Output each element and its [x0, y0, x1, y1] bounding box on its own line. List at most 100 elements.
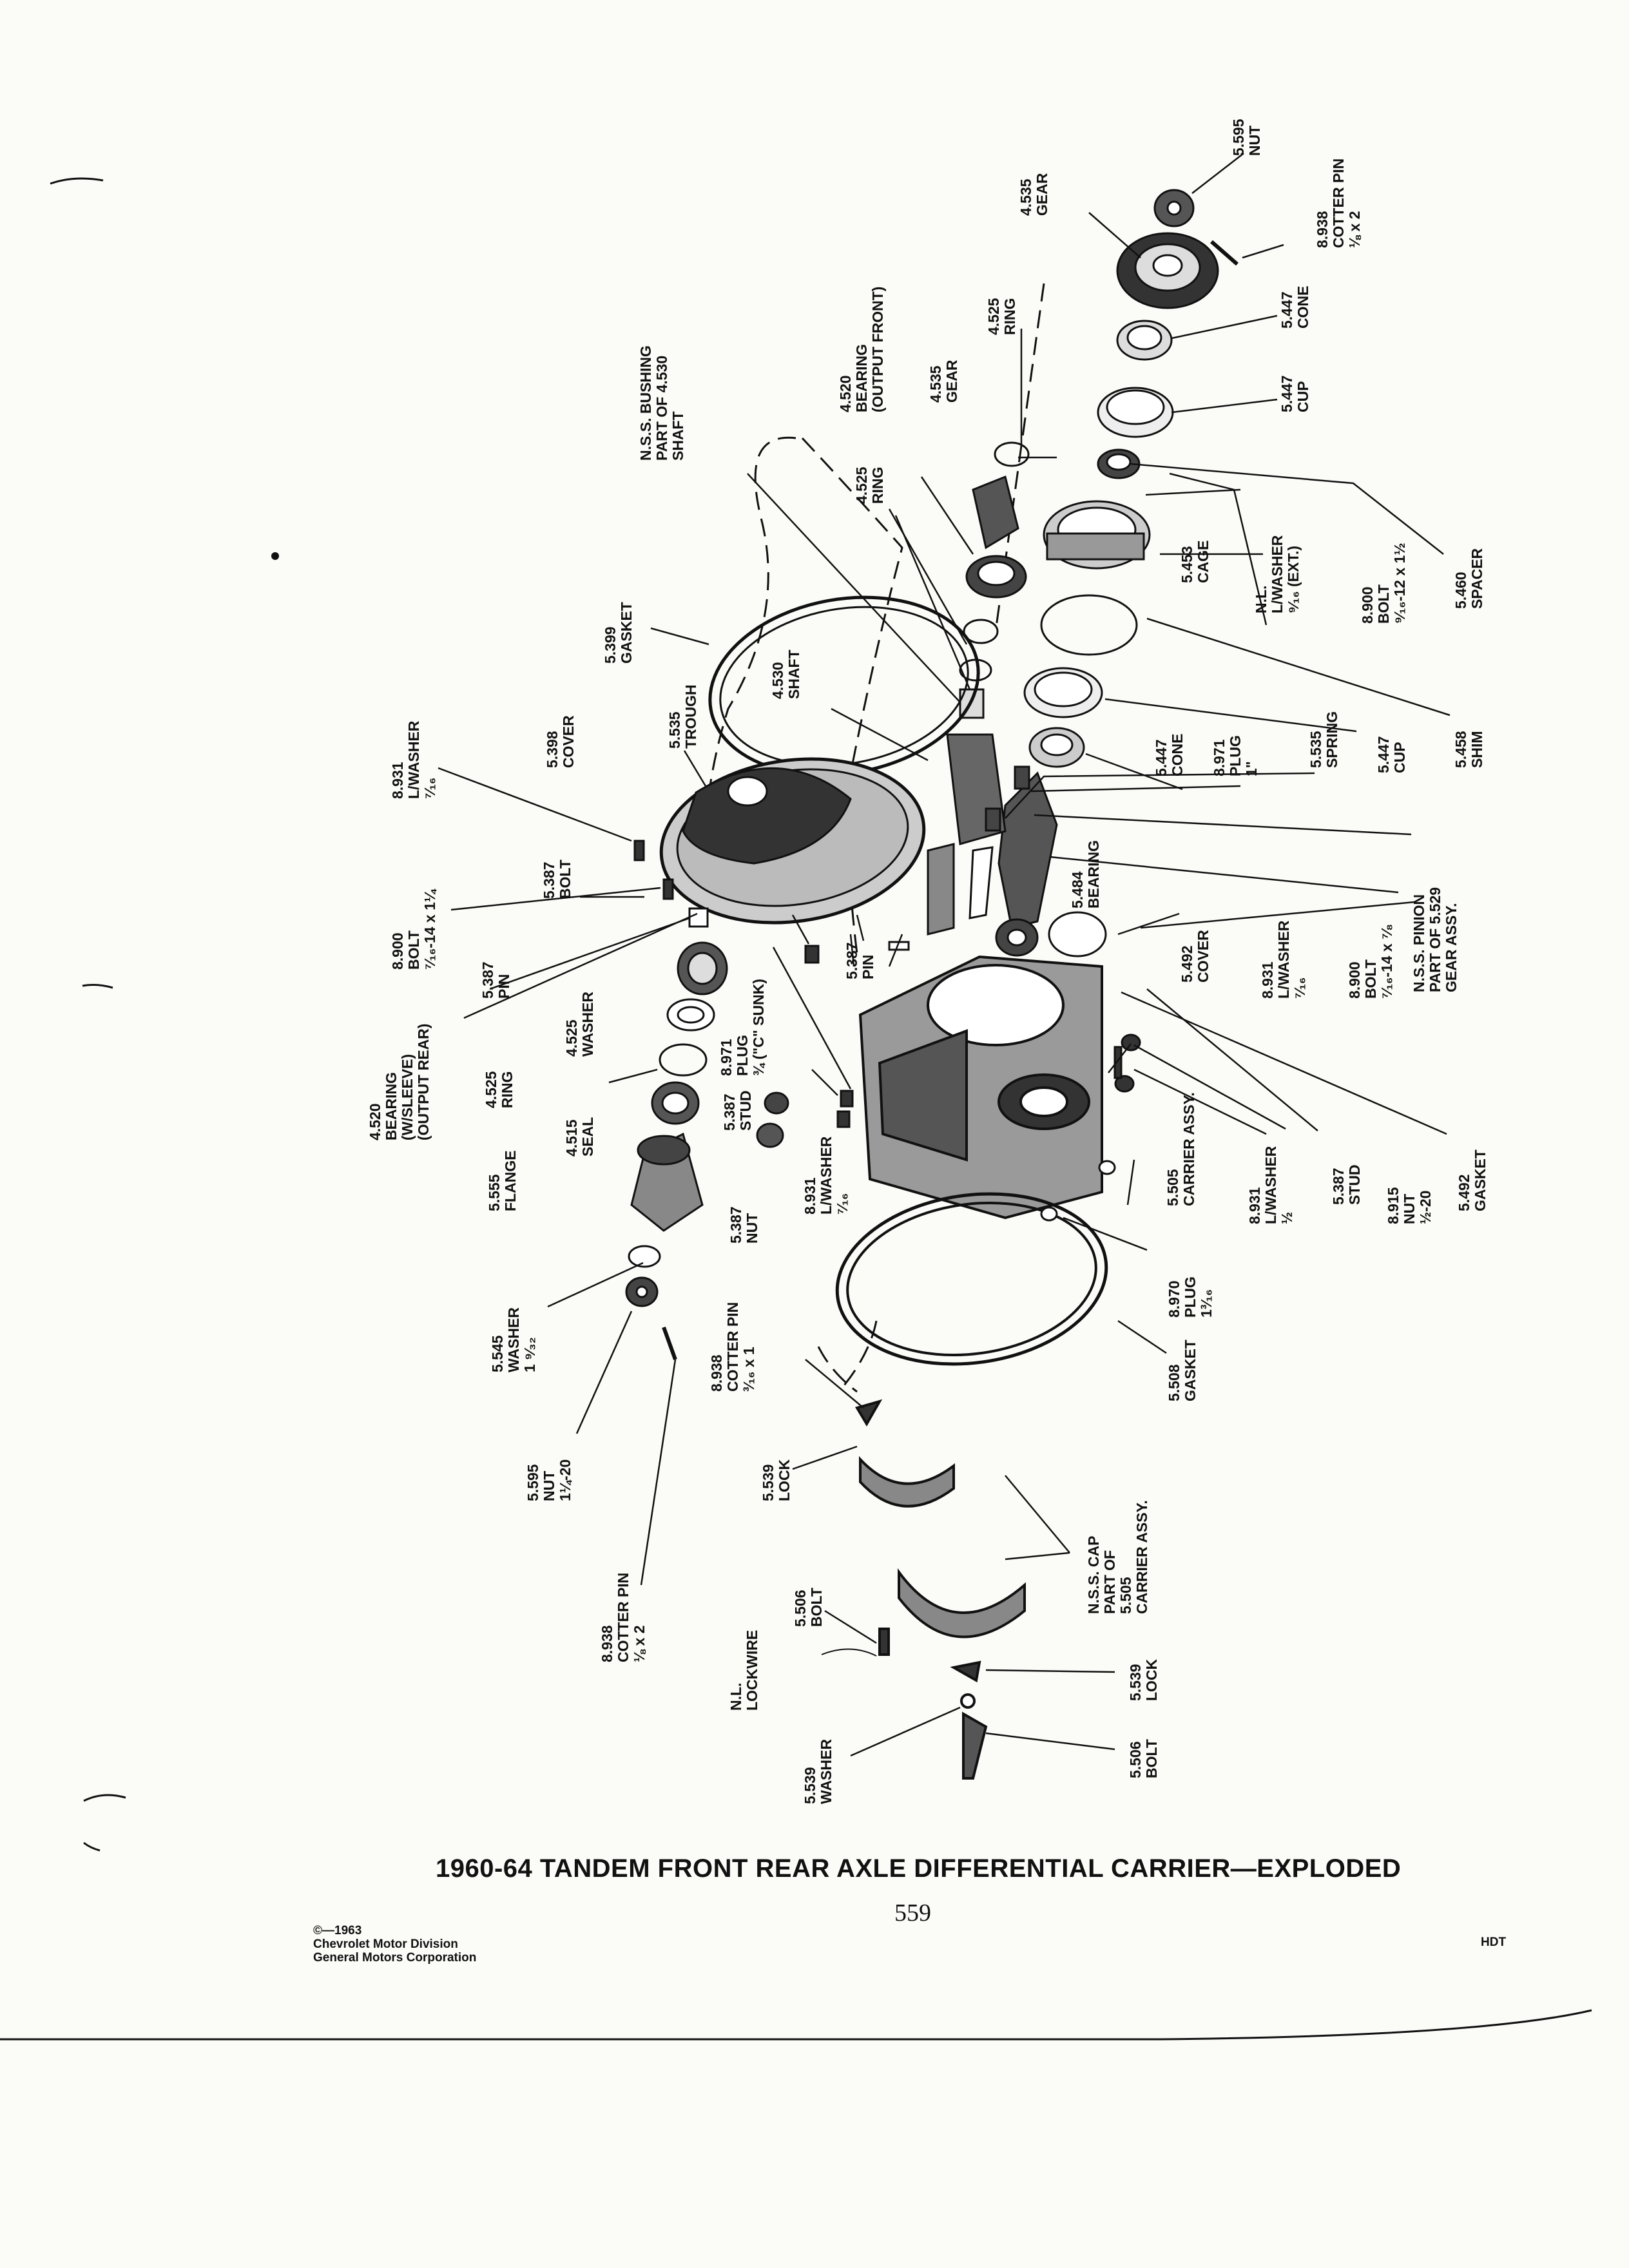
copyright-line: General Motors Corporation — [313, 1951, 477, 1965]
spacer-5460 — [1097, 448, 1141, 479]
figure-caption: 1960-64 TANDEM FRONT REAR AXLE DIFFERENT… — [436, 1854, 1402, 1883]
nut-5387 — [756, 1122, 784, 1148]
lock-5539-cap — [859, 1456, 955, 1508]
cup-5447-top — [1097, 387, 1174, 438]
ring-4525-top — [994, 441, 1030, 467]
stud-5387 — [764, 1091, 789, 1115]
cotter-pin-8938-bottom — [662, 1326, 677, 1361]
stud-5387-right — [1113, 1046, 1123, 1079]
punch-dot — [271, 552, 279, 560]
washer-5539 — [960, 1693, 976, 1709]
cover-port — [727, 776, 768, 807]
cover-5492 — [1048, 911, 1107, 957]
scan-edge-mark — [50, 177, 104, 185]
washer-5545 — [628, 1245, 661, 1268]
page-number: 559 — [894, 1899, 931, 1927]
washer-4525 — [666, 998, 715, 1032]
ring-4525-mid — [963, 619, 999, 644]
copyright-line: ©—1963 — [313, 1924, 362, 1937]
flange-5555 — [630, 1132, 704, 1232]
dashed-outline — [817, 1346, 858, 1393]
bolt-5506-b — [962, 1711, 988, 1780]
trough-5535 — [682, 767, 852, 865]
lwasher-8931-right — [1114, 1075, 1135, 1093]
lwasher-8931 — [840, 1090, 854, 1108]
bolt-5387 — [633, 840, 645, 861]
gasket-5508 — [835, 1192, 1108, 1366]
cone-5447-mid — [1028, 727, 1085, 768]
pinion-gear-5529 — [998, 771, 1058, 929]
bearing-5484 — [995, 918, 1039, 957]
plug-8970-a — [1098, 1160, 1116, 1175]
bolt-5506-a — [878, 1628, 890, 1656]
plug-8970-b — [1040, 1206, 1058, 1222]
page-rule-line — [0, 2009, 1592, 2041]
plug-8971 — [804, 945, 820, 964]
label-lockwire-nl: N.L.LOCKWIRE — [728, 1629, 760, 1711]
lwasher-8931-b — [836, 1110, 851, 1128]
copyright-block: ©—1963 Chevrolet Motor Division General … — [313, 1924, 476, 1965]
nut-5595-bottom — [625, 1276, 659, 1307]
bearing-4520-rear — [677, 941, 728, 995]
shim-5458 — [1040, 594, 1138, 656]
bolt-8900 — [662, 878, 674, 900]
carrier-5505 — [858, 955, 1103, 1220]
shaft-pieces — [927, 843, 994, 936]
seal-4515 — [651, 1081, 700, 1125]
nut-8915 — [1121, 1033, 1141, 1052]
ring-4525-rear — [659, 1043, 708, 1077]
cap-nss — [898, 1568, 1026, 1639]
copyright-line: Chevrolet Motor Division — [313, 1937, 458, 1951]
bearing-4520-front — [965, 555, 1027, 599]
